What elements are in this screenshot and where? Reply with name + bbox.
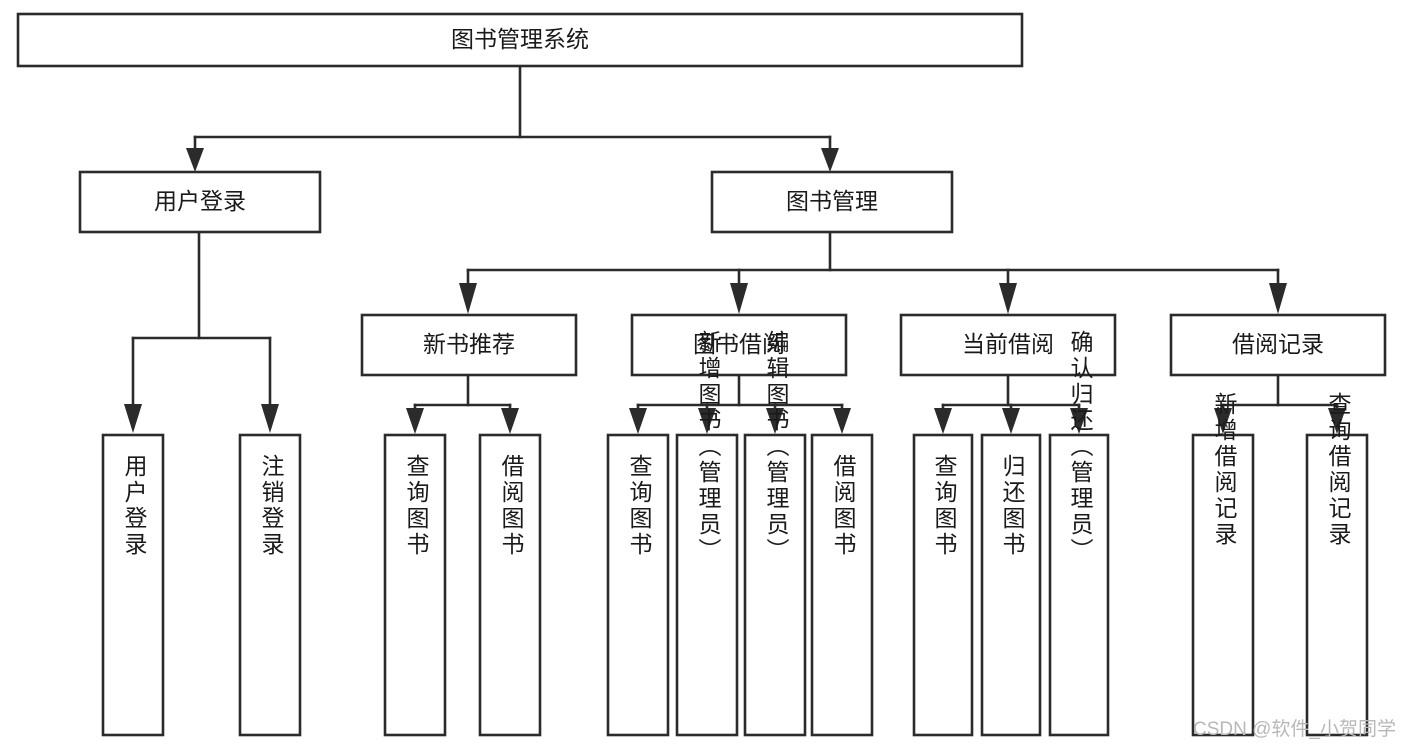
node-leaf-edit-book-label: 编辑图书（管理员） xyxy=(763,330,790,564)
node-leaf-query-record[interactable]: 查询借阅记录 xyxy=(1305,392,1369,737)
node-leaf-borrow-book-2-label: 借阅图书 xyxy=(830,454,857,558)
node-leaf-add-record[interactable]: 新增借阅记录 xyxy=(1191,392,1255,737)
node-leaf-query-book-3-box[interactable] xyxy=(912,433,974,737)
node-leaf-query-book-2-box[interactable] xyxy=(606,433,670,737)
node-leaf-borrow-book-1[interactable]: 借阅图书 xyxy=(478,433,542,737)
arrow-head-leaf-edit-book xyxy=(766,408,784,434)
arrow-head-leaf-return-book xyxy=(1002,408,1020,434)
node-new-book-recommend-box[interactable] xyxy=(360,313,578,377)
node-leaf-confirm-return[interactable]: 确认归还（管理员） xyxy=(1048,330,1110,737)
node-leaf-logout-box[interactable] xyxy=(238,433,302,737)
node-leaf-query-record-box[interactable] xyxy=(1305,433,1369,737)
node-root[interactable]: 图书管理系统 xyxy=(16,12,1024,68)
arrow-head-leaf-confirm-return xyxy=(1070,408,1088,434)
arrow-head-borrow xyxy=(730,283,748,314)
node-user-login-box[interactable] xyxy=(78,170,322,234)
node-leaf-user-login-box[interactable] xyxy=(101,433,165,737)
node-borrow-record-box[interactable] xyxy=(1169,313,1387,377)
node-borrow-record-label: 借阅记录 xyxy=(1232,331,1324,357)
node-leaf-add-record-label: 新增借阅记录 xyxy=(1211,392,1238,548)
connector-layer xyxy=(124,64,1346,434)
node-leaf-add-book[interactable]: 新增图书（管理员） xyxy=(675,330,739,737)
node-user-login[interactable]: 用户登录 xyxy=(78,170,322,234)
node-leaf-query-book-3[interactable]: 查询图书 xyxy=(912,433,974,737)
node-leaf-return-book-label: 归还图书 xyxy=(999,454,1026,558)
node-current-borrow[interactable]: 当前借阅 xyxy=(899,313,1117,377)
node-new-book-recommend[interactable]: 新书推荐 xyxy=(360,313,578,377)
node-leaf-add-book-label: 新增图书（管理员） xyxy=(695,330,722,564)
arrow-head-current xyxy=(999,283,1017,314)
arrow-head-leaf-query-book-1 xyxy=(406,408,424,434)
node-leaf-borrow-book-1-box[interactable] xyxy=(478,433,542,737)
node-book-borrow-box[interactable] xyxy=(630,313,848,377)
node-leaf-query-book-3-label: 查询图书 xyxy=(931,454,958,558)
node-leaf-confirm-return-label: 确认归还（管理员） xyxy=(1067,330,1094,564)
node-book-borrow[interactable]: 图书借阅 xyxy=(630,313,848,377)
csdn-watermark: CSDN @软件_小贺同学 xyxy=(1193,718,1396,740)
node-leaf-confirm-return-box[interactable] xyxy=(1048,433,1110,737)
node-leaf-return-book-box[interactable] xyxy=(980,433,1042,737)
arrow-head-leaf-borrow-book-2 xyxy=(833,408,851,434)
node-book-manage-box[interactable] xyxy=(710,170,954,234)
arrow-head-leaf-add-book xyxy=(698,408,716,434)
node-leaf-query-book-1[interactable]: 查询图书 xyxy=(383,433,447,737)
node-leaf-borrow-book-2-box[interactable] xyxy=(810,433,874,737)
node-leaf-add-book-box[interactable] xyxy=(675,433,739,737)
node-root-label: 图书管理系统 xyxy=(451,26,589,52)
node-leaf-query-book-1-label: 查询图书 xyxy=(403,454,430,558)
node-leaf-edit-book[interactable]: 编辑图书（管理员） xyxy=(743,330,807,737)
node-user-login-label: 用户登录 xyxy=(154,188,246,214)
node-leaf-return-book[interactable]: 归还图书 xyxy=(980,433,1042,737)
node-leaf-query-book-2-label: 查询图书 xyxy=(626,454,653,558)
arrow-head-record xyxy=(1269,283,1287,314)
node-leaf-logout-label: 注销登录 xyxy=(258,454,285,558)
arrow-head-leaf-add-record xyxy=(1214,408,1232,434)
node-leaf-borrow-book-1-label: 借阅图书 xyxy=(498,454,525,558)
node-current-borrow-box[interactable] xyxy=(899,313,1117,377)
node-leaf-logout[interactable]: 注销登录 xyxy=(238,433,302,737)
arrow-head-leaf-user-login xyxy=(124,404,142,433)
arrow-head-userlogin xyxy=(186,148,204,172)
node-leaf-add-record-box[interactable] xyxy=(1191,433,1255,737)
node-new-book-recommend-label: 新书推荐 xyxy=(423,331,515,357)
node-book-manage-label: 图书管理 xyxy=(786,188,878,214)
node-borrow-record[interactable]: 借阅记录 xyxy=(1169,313,1387,377)
node-leaf-user-login-label: 用户登录 xyxy=(121,454,148,558)
arrow-head-leaf-borrow-book-1 xyxy=(501,408,519,434)
node-current-borrow-label: 当前借阅 xyxy=(962,331,1054,357)
node-book-borrow-label: 图书借阅 xyxy=(693,331,785,357)
arrow-head-leaf-query-record xyxy=(1328,408,1346,434)
node-leaf-query-record-label: 查询借阅记录 xyxy=(1325,392,1352,548)
arrow-head-leaf-logout xyxy=(261,404,279,433)
arrow-head-leaf-query-book-3 xyxy=(934,408,952,434)
node-leaf-query-book-1-box[interactable] xyxy=(383,433,447,737)
node-book-manage[interactable]: 图书管理 xyxy=(710,170,954,234)
arrow-head-leaf-query-book-2 xyxy=(629,408,647,434)
node-leaf-query-book-2[interactable]: 查询图书 xyxy=(606,433,670,737)
node-root-box[interactable] xyxy=(16,12,1024,68)
arrow-head-recommend xyxy=(459,283,477,314)
node-leaf-user-login[interactable]: 用户登录 xyxy=(101,433,165,737)
node-leaf-borrow-book-2[interactable]: 借阅图书 xyxy=(810,433,874,737)
node-leaf-edit-book-box[interactable] xyxy=(743,433,807,737)
arrow-head-bookmanage xyxy=(821,148,839,172)
